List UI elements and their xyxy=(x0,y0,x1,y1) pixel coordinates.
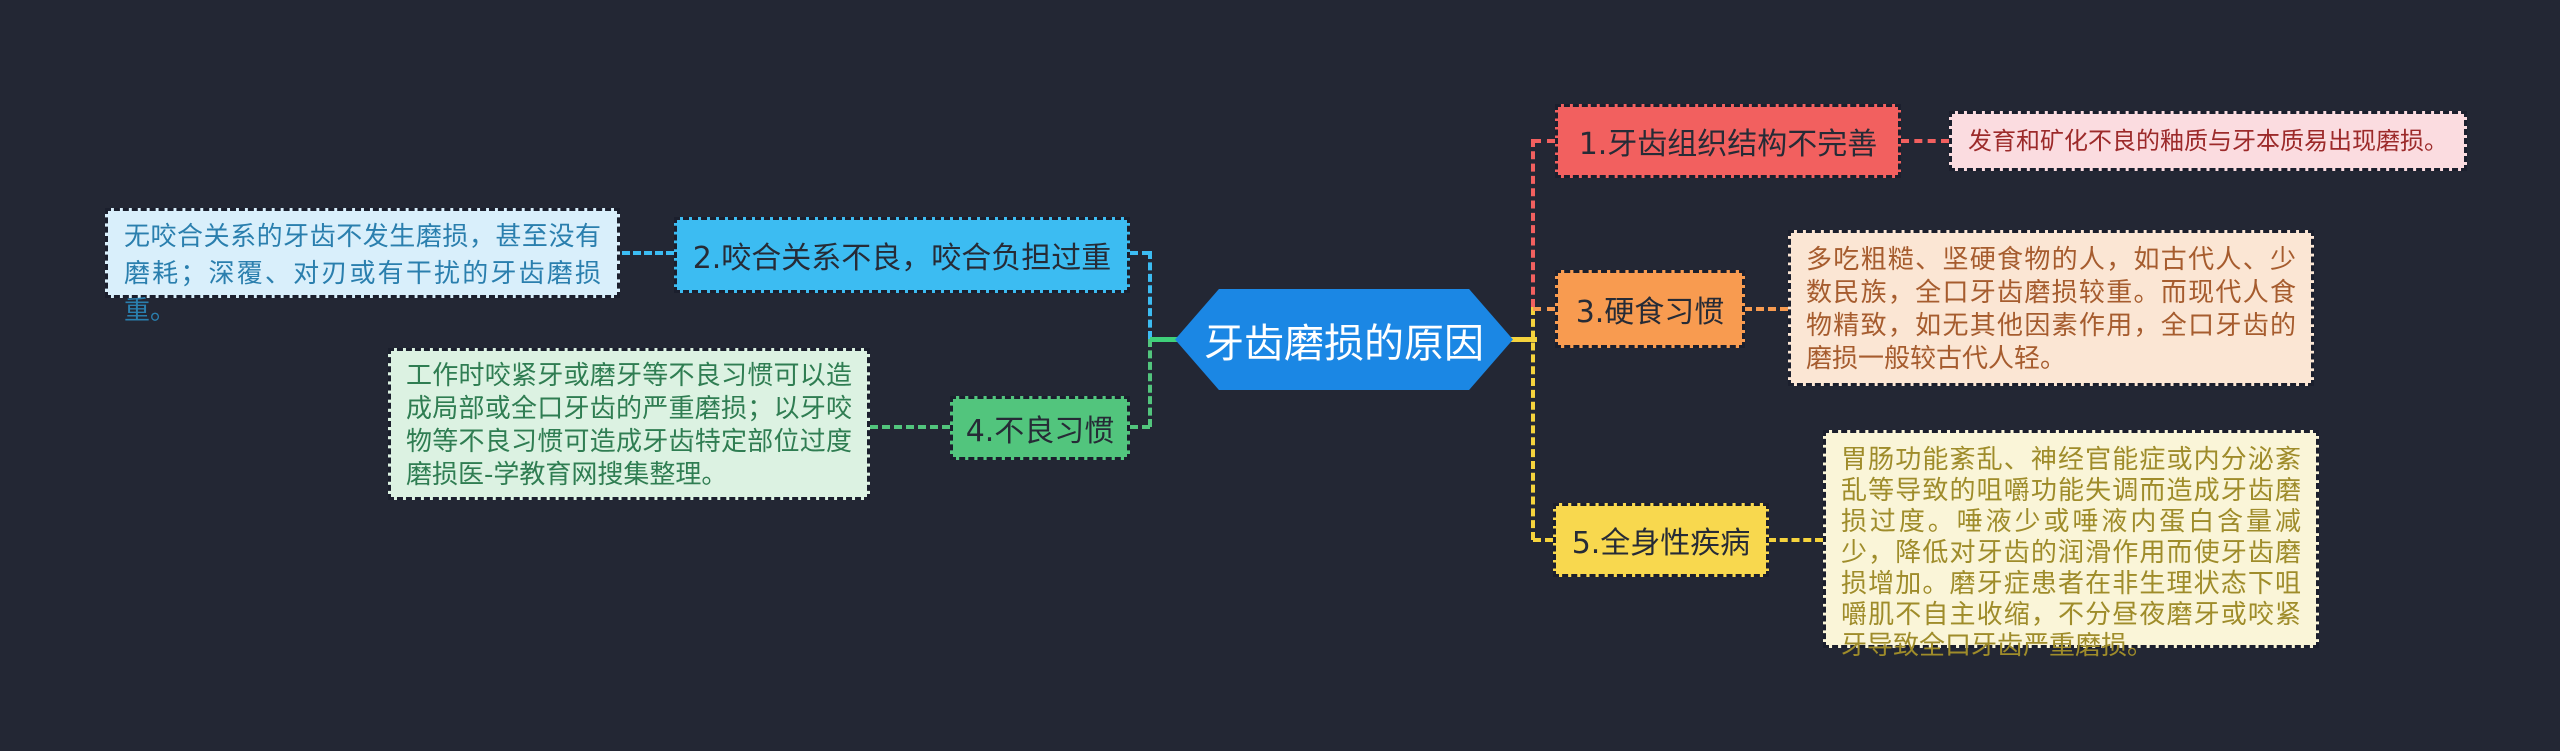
connector-node1-to-detail1 xyxy=(1901,139,1949,143)
connector-rail-to-node1 xyxy=(1533,139,1555,143)
connector-rail-to-node3 xyxy=(1533,307,1555,311)
rail-left-upper xyxy=(1148,251,1152,339)
connector-node2-to-rail xyxy=(1130,251,1150,255)
rail-right-lower xyxy=(1531,307,1535,540)
detail-box-2[interactable]: 无咬合关系的牙齿不发生磨损，甚至没有磨耗；深覆、对刃或有干扰的牙齿磨损重。 xyxy=(105,208,620,326)
topic-node-3[interactable]: 3.硬食习惯 xyxy=(1555,270,1745,348)
rail-right-upper xyxy=(1531,139,1535,307)
topic-node-4[interactable]: 4.不良习惯 xyxy=(950,396,1130,460)
connector-center-right-stub xyxy=(1505,337,1537,342)
connector-center-left-stub xyxy=(1150,337,1178,342)
connector-node5-to-detail5 xyxy=(1768,538,1823,542)
topic-node-5[interactable]: 5.全身性疾病 xyxy=(1553,503,1769,577)
connector-detail4-to-node4 xyxy=(870,425,950,429)
connector-node3-to-detail3 xyxy=(1744,307,1788,311)
detail-box-4[interactable]: 工作时咬紧牙或磨牙等不良习惯可以造成局部或全口牙齿的严重磨损；以牙咬物等不良习惯… xyxy=(388,348,870,500)
detail-box-1[interactable]: 发育和矿化不良的釉质与牙本质易出现磨损。 xyxy=(1949,111,2467,171)
topic-node-1[interactable]: 1.牙齿组织结构不完善 xyxy=(1555,104,1901,178)
connector-detail2-to-node2 xyxy=(622,251,674,255)
central-topic-node[interactable]: 牙齿磨损的原因 xyxy=(1175,289,1513,390)
topic-node-2[interactable]: 2.咬合关系不良，咬合负担过重 xyxy=(674,217,1130,293)
detail-box-3[interactable]: 多吃粗糙、坚硬食物的人，如古代人、少数民族，全口牙齿磨损较重。而现代人食物精致，… xyxy=(1788,230,2314,386)
connector-node4-to-rail xyxy=(1130,425,1150,429)
detail-box-5[interactable]: 胃肠功能紊乱、神经官能症或内分泌紊乱等导致的咀嚼功能失调而造成牙齿磨损过度。唾液… xyxy=(1823,430,2319,661)
rail-left-lower xyxy=(1148,339,1152,427)
connector-rail-to-node5 xyxy=(1533,538,1553,542)
